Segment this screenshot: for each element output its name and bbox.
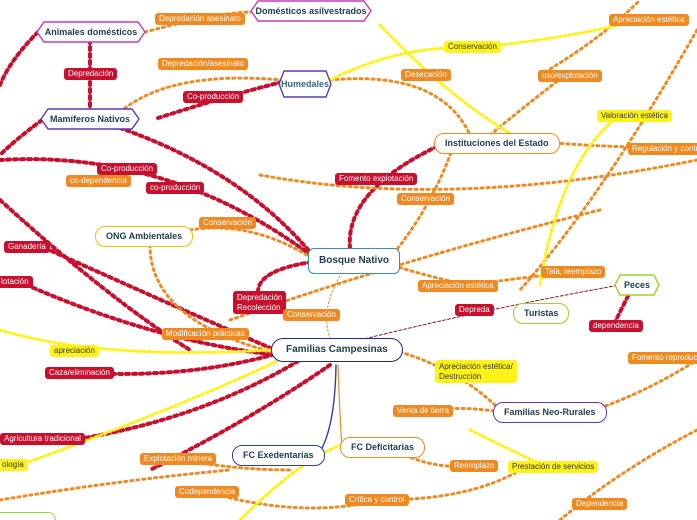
label-uso-explotacion[interactable]: uso/explotación <box>538 70 602 82</box>
edge-familias-exedentarias <box>317 364 337 456</box>
label-depredacion[interactable]: Depredación <box>64 68 118 80</box>
label-dependencia-br[interactable]: Dependencia <box>572 498 628 510</box>
edge-left-bosque <box>0 157 314 258</box>
hex-label: Humedales <box>280 79 330 89</box>
label-depredacion-asesinato-2[interactable]: Depredación/asesinato <box>158 58 248 70</box>
label-depredacion-recoleccion[interactable]: Depredación Recolección <box>233 291 287 315</box>
label-depreda[interactable]: Depreda <box>455 304 494 316</box>
label-desecacion[interactable]: Desecación <box>401 69 451 81</box>
edge-yellow-left <box>0 328 272 354</box>
hex-domesticos-asilvestrados[interactable]: Domésticos asilvestrados <box>250 0 372 22</box>
label-fomento-explotacion[interactable]: Fomento explotación <box>335 173 418 185</box>
hub-familias-campesinas[interactable]: Familias Campesinas <box>271 338 403 362</box>
edge-neorurales-right <box>598 358 697 410</box>
edge-humedales-inst <box>328 77 472 137</box>
edge-peces-dependencia <box>613 294 630 324</box>
label-apreciacion-estetica-tr[interactable]: Apreciación estética <box>609 14 689 26</box>
edge-inst-tr <box>538 0 642 77</box>
edge-mamiferos-left <box>0 118 44 157</box>
hub-fc-deficitarias[interactable]: FC Deficitarias <box>340 437 426 458</box>
hex-humedales[interactable]: Humedales <box>278 70 332 98</box>
clipped-node-bottom-left <box>0 512 56 520</box>
edge-ong-familias <box>148 243 274 354</box>
hub-ong-ambientales[interactable]: ONG Ambientales <box>95 226 194 247</box>
central-node-bosque-nativo[interactable]: Bosque Nativo <box>308 248 401 274</box>
edge-familias-deficitarias <box>337 364 343 449</box>
edge-inst-bosque <box>347 143 442 250</box>
edge-right-top <box>518 28 697 292</box>
label-fomento-reproduccion[interactable]: Fomento reproducci <box>628 352 697 364</box>
label-regulacion-control[interactable]: Regulación y control <box>628 143 697 155</box>
hub-familias-neo-rurales[interactable]: Familias Neo-Rurales <box>493 402 607 423</box>
label-agricultura-tradicional[interactable]: Agricultura tradicional <box>0 433 85 445</box>
hex-label: Mamíferos Nativos <box>49 114 131 124</box>
edge-left-bottom <box>0 468 232 502</box>
hex-label: Domésticos asilvestrados <box>255 6 367 16</box>
label-line: Depredación Recolección <box>237 293 283 312</box>
edge-mid-long2 <box>258 158 697 191</box>
label-valoracion-estetica[interactable]: Valoración estética <box>597 110 672 122</box>
label-co-produccion-1[interactable]: Co-producción <box>183 91 244 103</box>
label-critica-control[interactable]: Crítica y control <box>345 494 409 506</box>
edge-inst-usoexpl <box>488 73 567 137</box>
label-apreciacion-estetica-mid[interactable]: Apreciación estética <box>418 280 498 292</box>
edge-inst-bosque2 <box>388 148 454 260</box>
label-ologia[interactable]: ología <box>0 459 28 471</box>
label-reemplazo[interactable]: Reemplazo <box>450 460 499 472</box>
edge-mamiferos-depred <box>118 76 284 114</box>
label-co-dependencia[interactable]: co-dependencia <box>66 175 131 187</box>
label-explotacion-minera[interactable]: Explotación minera <box>140 453 217 465</box>
hex-animales-domesticos[interactable]: Animales domésticos <box>36 21 146 43</box>
hex-label: Animales domésticos <box>44 27 138 37</box>
edge-mamiferos-bosque <box>118 126 312 254</box>
edge-yellow-bottom <box>18 348 302 467</box>
label-venta-de-tierra[interactable]: Venta de tierra <box>393 405 454 417</box>
label-co-produccion-3[interactable]: co-producción <box>146 182 205 194</box>
hub-turistas[interactable]: Turistas <box>513 303 570 324</box>
label-depredacion-asesinato[interactable]: Depredación asesinato <box>155 13 245 25</box>
label-dependencia-peces[interactable]: dependencia <box>589 320 643 332</box>
hex-label: Peces <box>623 280 651 290</box>
label-conservacion-top[interactable]: Conservación <box>444 41 501 53</box>
label-explotacion-left[interactable]: lotación <box>0 276 33 288</box>
label-codependencia[interactable]: Codependencia <box>175 486 240 498</box>
label-conservacion-fc[interactable]: Conservación <box>283 309 340 321</box>
label-prestacion-servicios[interactable]: Prestación de servicios <box>508 461 599 473</box>
label-co-produccion-2[interactable]: Co-producción <box>97 163 158 175</box>
label-apreciacion-destruccion[interactable]: Apreciación estética/ Destrucción <box>435 360 517 384</box>
hex-mamiferos-nativos[interactable]: Mamíferos Nativos <box>40 108 140 130</box>
hub-fc-exedentarias[interactable]: FC Exedentarias <box>232 445 325 466</box>
label-apreciacion[interactable]: apreciación <box>50 345 99 357</box>
label-conservacion-ong[interactable]: Conservación <box>199 217 256 229</box>
label-modificacion-practicas[interactable]: Modificación prácticas <box>162 328 249 340</box>
label-ganaderia[interactable]: Ganadería <box>4 241 50 253</box>
edge-recoleccion <box>256 260 314 294</box>
hex-peces[interactable]: Peces <box>614 274 660 296</box>
edge-animales-left <box>0 30 40 87</box>
label-caza-eliminacion[interactable]: Caza/eliminación <box>45 367 114 379</box>
label-conservacion-inst[interactable]: Conservación <box>397 193 454 205</box>
edge-yellow-right <box>538 113 622 287</box>
hub-instituciones-estado[interactable]: Instituciones del Estado <box>434 133 560 154</box>
label-line: Apreciación estética/ Destrucción <box>439 362 513 381</box>
edge-left-familias <box>0 198 192 352</box>
label-tala-reemplazo[interactable]: Tala, reemplazo <box>541 266 606 278</box>
